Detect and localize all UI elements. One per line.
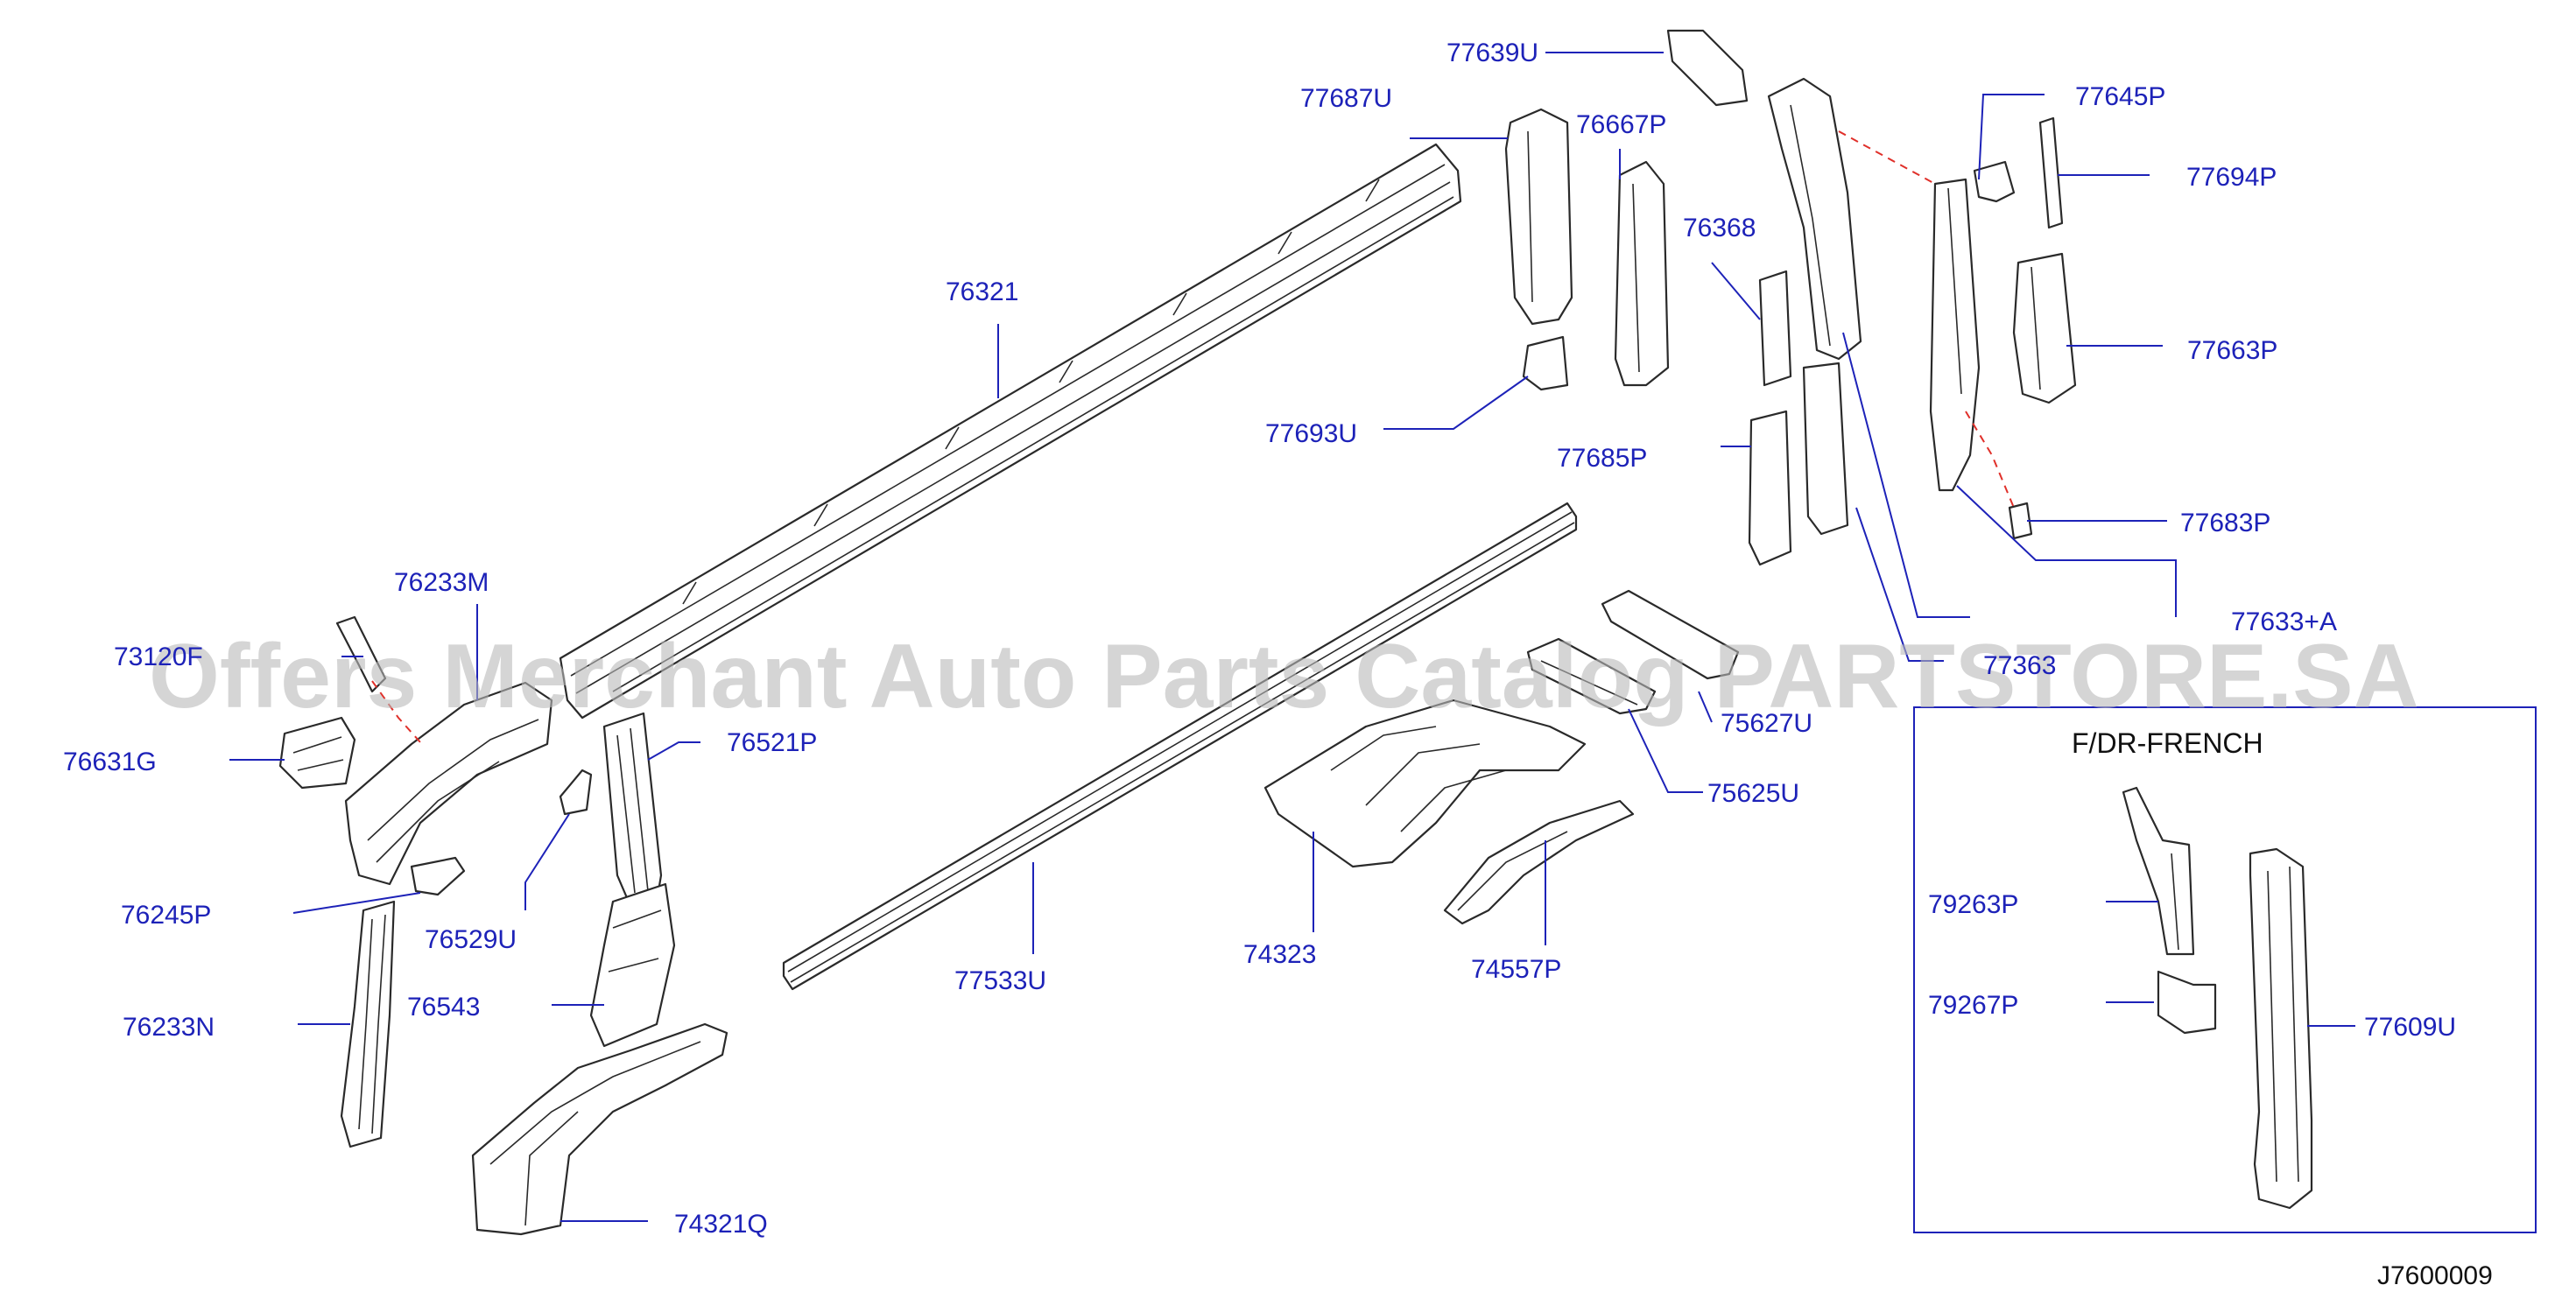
- diagram-code: J7600009: [2377, 1261, 2493, 1290]
- part-74323-floor-panel[interactable]: [1263, 699, 1587, 868]
- part-75627U-roof-bow[interactable]: [1601, 589, 1740, 680]
- leader-77645P: [1978, 94, 2045, 180]
- part-76667P-pillar[interactable]: [1614, 160, 1670, 387]
- leader-77693U: [1383, 376, 1529, 430]
- label-76233N[interactable]: 76233N: [123, 1013, 215, 1042]
- label-79267P[interactable]: 79267P: [1928, 991, 2018, 1020]
- part-77693U-bracket[interactable]: [1522, 335, 1569, 391]
- label-77694P[interactable]: 77694P: [2186, 163, 2277, 192]
- leader-77363b: [1855, 507, 1944, 662]
- leader-76245P: [292, 892, 421, 914]
- part-77639U-bracket[interactable]: [1666, 29, 1749, 107]
- part-76245P-plate[interactable]: [410, 856, 466, 896]
- label-76543[interactable]: 76543: [407, 993, 480, 1022]
- label-76321[interactable]: 76321: [946, 277, 1018, 306]
- label-77687U[interactable]: 77687U: [1300, 84, 1392, 113]
- inset-french-door: F/DR-FRENCH: [1913, 706, 2537, 1233]
- label-76521P[interactable]: 76521P: [727, 728, 817, 757]
- leader-75627U: [1698, 691, 1713, 723]
- part-76631G-gusset[interactable]: [278, 716, 356, 790]
- label-75627U[interactable]: 75627U: [1721, 709, 1812, 738]
- part-77663P-panel[interactable]: [2012, 252, 2077, 404]
- part-76543-reinforcement[interactable]: [589, 882, 676, 1048]
- part-79263P-bracket[interactable]: [2122, 786, 2195, 956]
- leader-75625U: [1628, 708, 1703, 793]
- label-77533U[interactable]: 77533U: [954, 966, 1046, 995]
- label-77639U[interactable]: 77639U: [1446, 39, 1538, 67]
- label-76233M[interactable]: 76233M: [394, 568, 489, 597]
- part-77645P-bracket[interactable]: [1973, 160, 2016, 203]
- part-76521P-center-pillar[interactable]: [602, 712, 663, 908]
- label-75625U[interactable]: 75625U: [1707, 779, 1799, 808]
- part-74557P-floor-member[interactable]: [1443, 799, 1635, 925]
- part-77609U-pillar[interactable]: [2249, 847, 2313, 1210]
- label-74557P[interactable]: 74557P: [1471, 955, 1561, 984]
- dashed-link-pillar: [371, 680, 421, 743]
- label-76368[interactable]: 76368: [1683, 214, 1756, 242]
- part-76321-roof-side-rail[interactable]: [559, 143, 1462, 720]
- leader-76368: [1711, 262, 1761, 320]
- part-77363-rear-pillar[interactable]: [1767, 77, 1862, 536]
- leader-77633A: [1956, 485, 2177, 617]
- label-77663P[interactable]: 77663P: [2187, 336, 2277, 365]
- part-76368-panel[interactable]: [1758, 270, 1792, 387]
- label-76667P[interactable]: 76667P: [1576, 110, 1666, 139]
- part-76233M-front-pillar[interactable]: [344, 681, 553, 886]
- watermark-text: Offers Merchant Auto Parts Catalog PARTS…: [149, 626, 2419, 727]
- inset-frame: [1913, 706, 2537, 1233]
- part-77533U-sill[interactable]: [782, 502, 1578, 991]
- label-77609U[interactable]: 77609U: [2364, 1013, 2456, 1042]
- part-77683P-clip[interactable]: [2008, 502, 2033, 540]
- label-77645P[interactable]: 77645P: [2075, 82, 2165, 111]
- label-74323[interactable]: 74323: [1243, 940, 1316, 969]
- part-77633A-rear-pillar[interactable]: [1929, 178, 1981, 492]
- label-76631G[interactable]: 76631G: [63, 748, 157, 776]
- label-77363[interactable]: 77363: [1983, 651, 2056, 680]
- leader-76521P: [647, 741, 700, 761]
- label-77693U[interactable]: 77693U: [1265, 419, 1357, 448]
- label-73120F[interactable]: 73120F: [114, 642, 203, 671]
- inset-title: F/DR-FRENCH: [2072, 727, 2263, 759]
- part-75625U-roof-bow[interactable]: [1526, 637, 1657, 715]
- leader-77363: [1842, 332, 1970, 618]
- label-74321Q[interactable]: 74321Q: [674, 1210, 768, 1239]
- label-76529U[interactable]: 76529U: [425, 925, 517, 954]
- label-77683P[interactable]: 77683P: [2180, 509, 2270, 537]
- part-77694P-strip[interactable]: [2038, 116, 2064, 229]
- part-74321Q-wheel-house[interactable]: [471, 1022, 728, 1236]
- label-76245P[interactable]: 76245P: [121, 901, 211, 930]
- label-77685P[interactable]: 77685P: [1557, 444, 1647, 473]
- part-79267P-plate[interactable]: [2157, 970, 2217, 1035]
- leader-76529U: [524, 813, 570, 910]
- dashed-link-top-right: [1838, 130, 1936, 185]
- label-77633A[interactable]: 77633+A: [2231, 607, 2337, 636]
- part-77687U-panel[interactable]: [1504, 108, 1573, 326]
- label-79263P[interactable]: 79263P: [1928, 890, 2018, 919]
- part-73120F-bracket[interactable]: [335, 615, 387, 693]
- part-76233N-pillar-lower[interactable]: [340, 900, 396, 1148]
- dashed-link-lower-right: [1965, 411, 2015, 509]
- part-76529U-bracket[interactable]: [559, 769, 593, 816]
- part-77685P-panel[interactable]: [1748, 410, 1792, 566]
